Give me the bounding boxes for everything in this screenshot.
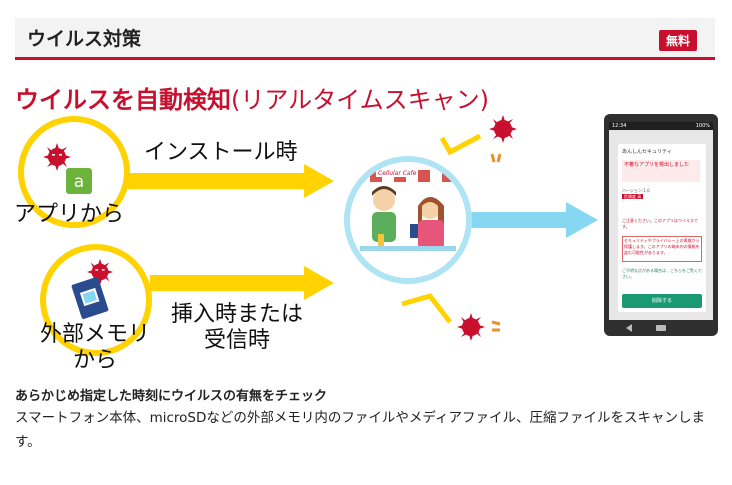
app-version: バージョン:1.0 bbox=[622, 188, 650, 193]
external-label-line1: 外部メモリ bbox=[40, 322, 151, 347]
dialog-app-name: あんしんセキュリティ bbox=[622, 149, 672, 155]
phone-mockup: 12:34 100% あんしんセキュリティ 不審なアプリを検出しました バージョ… bbox=[604, 114, 718, 336]
app-source-circle: a bbox=[18, 116, 130, 228]
sd-card-icon bbox=[71, 277, 109, 319]
status-time: 12:34 bbox=[612, 123, 627, 129]
dialog-warning: 不審なアプリを検出しました bbox=[622, 160, 700, 182]
phone-screen: 12:34 100% あんしんセキュリティ 不審なアプリを検出しました バージョ… bbox=[609, 122, 713, 320]
install-arrow bbox=[128, 164, 334, 198]
phone-nav-bar bbox=[626, 324, 666, 332]
external-memory-label: 外部メモリ から bbox=[40, 322, 150, 374]
virus-icon bbox=[43, 143, 71, 171]
status-battery: 100% bbox=[695, 123, 710, 129]
cafe-scene bbox=[350, 162, 466, 278]
app-risk-tag: 危険度 高 bbox=[622, 194, 644, 199]
detect-arrow bbox=[470, 202, 598, 238]
insert-label-line1: 挿入時または bbox=[170, 302, 303, 327]
back-icon bbox=[626, 324, 632, 332]
free-badge: 無料 bbox=[658, 30, 697, 51]
blocked-virus-top bbox=[439, 115, 517, 163]
dialog-note: ご注意ください。このアプリはウイルスです。 bbox=[622, 218, 698, 229]
dialog-app-info: バージョン:1.0 危険度 高 bbox=[622, 188, 702, 208]
alert-dialog: あんしんセキュリティ 不審なアプリを検出しました バージョン:1.0 危険度 高… bbox=[618, 144, 706, 312]
delete-button[interactable]: 削除する bbox=[622, 294, 702, 308]
app-source-label: アプリから bbox=[14, 202, 125, 227]
cafe-illustration: Cellular Cafe bbox=[344, 156, 472, 284]
section-header: ウイルス対策 無料 bbox=[15, 18, 715, 60]
blocked-virus-bottom bbox=[401, 293, 501, 341]
cafe-sign: Cellular Cafe bbox=[376, 170, 419, 177]
dialog-info-box: セキュリティやプライバシー上の脅威から保護します。このアプリの端末内の情報を盗む… bbox=[622, 236, 702, 262]
home-icon bbox=[656, 325, 666, 331]
insert-arrow bbox=[150, 266, 334, 300]
install-label: インストール時 bbox=[144, 140, 298, 165]
svg-text:a: a bbox=[74, 172, 84, 192]
insert-receive-label: 挿入時または 受信時 bbox=[162, 302, 312, 354]
subtitle-main: ウイルスを自動検知 bbox=[15, 86, 231, 114]
description-body: スマートフォン本体、microSDなどの外部メモリ内のファイルやメディアファイル… bbox=[15, 410, 705, 450]
external-memory-circle bbox=[40, 244, 152, 356]
external-label-line2: から bbox=[72, 348, 117, 373]
insert-label-line2: 受信時 bbox=[203, 328, 270, 353]
feature-subtitle: ウイルスを自動検知(リアルタイムスキャン) bbox=[15, 80, 489, 115]
app-icon: a bbox=[66, 168, 92, 194]
status-bar: 12:34 100% bbox=[609, 122, 713, 130]
description-title: あらかじめ指定した時刻にウイルスの有無をチェック bbox=[15, 389, 328, 404]
dialog-help-link[interactable]: ご不明な点がある場合は、こちらをご覧ください。 bbox=[622, 268, 702, 279]
section-title: ウイルス対策 bbox=[27, 28, 142, 50]
subtitle-paren: (リアルタイムスキャン) bbox=[231, 86, 490, 114]
